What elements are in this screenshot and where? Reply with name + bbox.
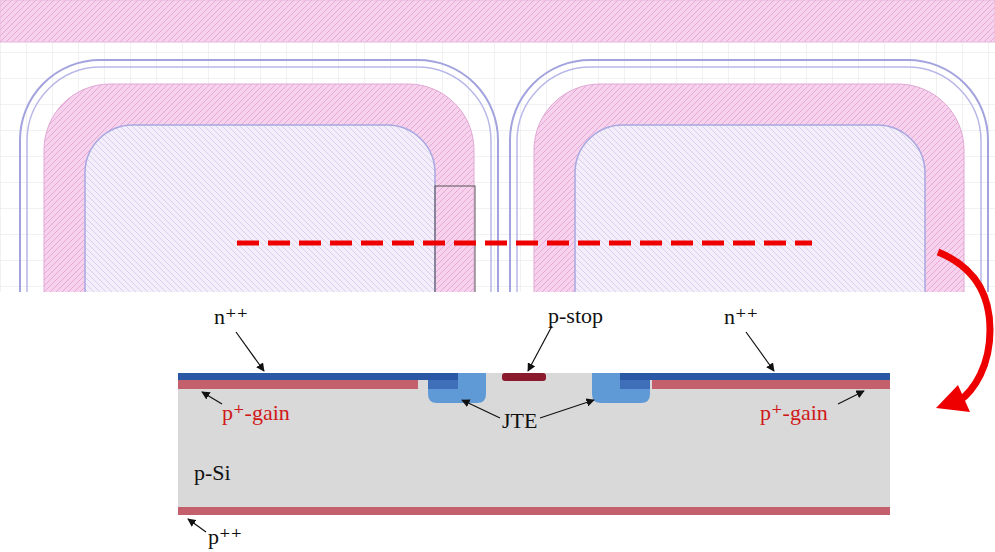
layer-label: p⁺⁺ [208, 526, 242, 548]
layer-label: JTE [502, 410, 537, 432]
layer-label: p-Si [194, 462, 231, 484]
layer-label: n⁺⁺ [724, 306, 758, 328]
layer-label: p⁺-gain [222, 402, 290, 424]
layer-label: p⁺-gain [760, 402, 828, 424]
section-arrow [936, 252, 990, 412]
layout-view [0, 0, 995, 292]
layer-label: p-stop [548, 305, 603, 327]
cut-line [237, 241, 812, 246]
cross-section [178, 373, 890, 515]
leader-lines [188, 326, 864, 532]
layer-label: n⁺⁺ [214, 306, 248, 328]
